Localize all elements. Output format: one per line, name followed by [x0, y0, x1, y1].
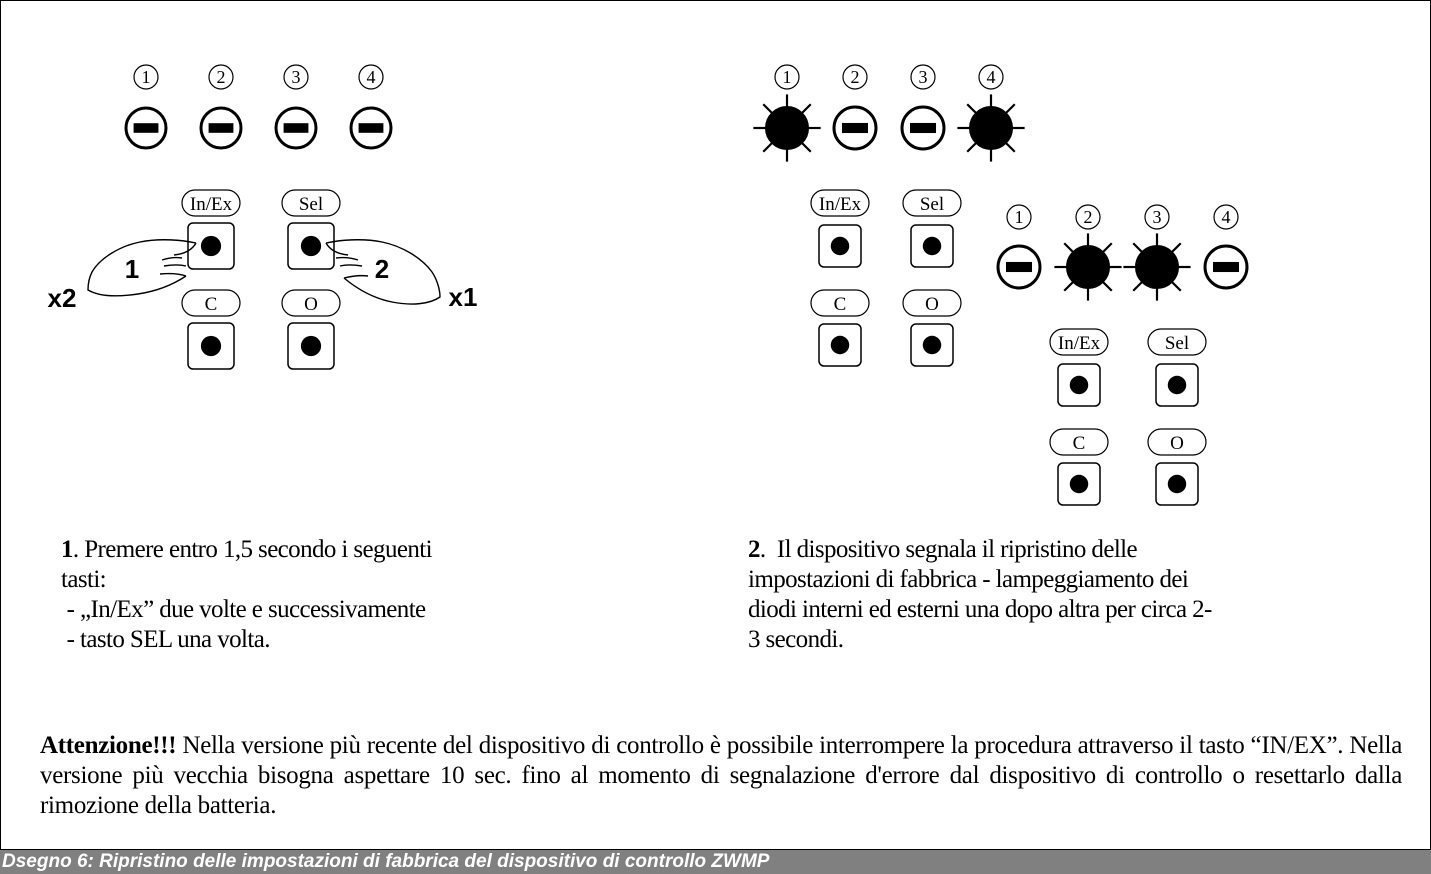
led-1-bar	[1005, 261, 1033, 273]
step-2-text: 2. Il dispositivo segnala il ripristino …	[748, 535, 1212, 655]
key-c-button-dot	[200, 335, 222, 357]
figure-caption: Dsegno 6: Ripristino delle impostazioni …	[0, 850, 1431, 874]
led-number-4: 4	[367, 67, 376, 87]
key-o-label: O	[925, 294, 939, 315]
key-inex-label-pill	[810, 189, 870, 217]
led-2-bar	[208, 123, 234, 133]
press-count-left: x2	[48, 283, 77, 313]
step-1-text: 1. Premere entro 1,5 secondo i seguenti …	[61, 535, 433, 655]
led-number-1-circle	[1006, 204, 1032, 230]
key-sel-button-dot	[922, 236, 942, 256]
led-2-bar	[841, 122, 869, 134]
key-sel-label: Sel	[920, 194, 944, 215]
led-number-2: 2	[851, 67, 860, 87]
led-number-3: 3	[292, 67, 301, 87]
led-3-lit	[1135, 245, 1179, 289]
led-3-bar	[909, 122, 937, 134]
key-c-label: C	[834, 294, 847, 315]
led-1-lit	[765, 106, 809, 150]
key-o-label-pill	[902, 289, 962, 317]
key-inex-button-dot	[1069, 375, 1089, 395]
key-sel-button-dot	[1167, 375, 1187, 395]
press-count-right: x1	[449, 282, 478, 312]
step-1-line-3: - „In/Ex” due volte e successivamente	[61, 596, 427, 623]
step-2-line-4: 3 secondi.	[748, 626, 844, 653]
led-number-4: 4	[1222, 207, 1231, 227]
key-c-label: C	[1073, 433, 1086, 454]
led-number-2-circle	[1075, 204, 1101, 230]
key-o-label: O	[1170, 433, 1184, 454]
hand-left-number: 1	[125, 254, 139, 284]
key-inex-button-dot	[200, 235, 222, 257]
key-o-button-dot	[922, 335, 942, 355]
key-sel-button-dot	[300, 235, 322, 257]
hand-right-number: 2	[375, 254, 389, 284]
led-number-1: 1	[1015, 207, 1024, 227]
step-2-line-3: diodi interni ed esterni una dopo altra …	[748, 596, 1212, 623]
led-number-3-circle	[1144, 204, 1170, 230]
led-number-1-circle	[133, 64, 159, 90]
led-number-2: 2	[1084, 207, 1093, 227]
key-c-label-pill	[181, 289, 241, 317]
key-inex-label-pill	[1049, 328, 1109, 356]
key-o-label-pill	[281, 289, 341, 317]
key-inex-label-pill	[181, 189, 241, 217]
led-number-4-circle	[358, 64, 384, 90]
led-number-3-circle	[910, 64, 936, 90]
key-sel-label: Sel	[299, 194, 323, 215]
led-number-4: 4	[987, 67, 996, 87]
step-1-line-1: 1. Premere entro 1,5 secondo i seguenti	[61, 536, 433, 563]
led-1-bar	[133, 123, 159, 133]
key-o-button-dot	[300, 335, 322, 357]
key-sel-label-pill	[1147, 328, 1207, 356]
led-number-3-circle	[283, 64, 309, 90]
key-sel-label: Sel	[1165, 333, 1189, 354]
key-c-label-pill	[1049, 428, 1109, 456]
step-1-number: 1	[61, 536, 74, 563]
led-number-3: 3	[919, 67, 928, 87]
led-number-1: 1	[783, 67, 792, 87]
key-o-button-dot	[1167, 474, 1187, 494]
key-c-button-dot	[1069, 474, 1089, 494]
led-2-lit	[1066, 245, 1110, 289]
key-c-label: C	[205, 294, 218, 315]
left-hand-icon	[87, 239, 197, 297]
step-2-number: 2	[748, 536, 761, 563]
key-c-button-dot	[830, 335, 850, 355]
key-c-label-pill	[810, 289, 870, 317]
key-inex-label: In/Ex	[1058, 333, 1101, 354]
led-number-2: 2	[217, 67, 226, 87]
step-2-line-2: impostazioni di fabbrica - lampeggiament…	[748, 566, 1189, 593]
warning-text: Nella versione più recente del dispositi…	[40, 732, 1402, 819]
step-1-line-2: tasti:	[61, 566, 107, 593]
led-number-2-circle	[842, 64, 868, 90]
key-o-label-pill	[1147, 428, 1207, 456]
key-sel-label-pill	[281, 189, 341, 217]
led-number-1-circle	[774, 64, 800, 90]
led-number-1: 1	[142, 67, 151, 87]
key-sel-label-pill	[902, 189, 962, 217]
warning-paragraph: Attenzione!!! Nella versione più recente…	[40, 731, 1402, 821]
step-2-line-1: 2. Il dispositivo segnala il ripristino …	[748, 536, 1138, 563]
led-number-4-circle	[1213, 204, 1239, 230]
right-hand-icon	[325, 239, 441, 305]
step-1-line-4: - tasto SEL una volta.	[61, 626, 271, 653]
led-number-3: 3	[1153, 207, 1162, 227]
led-4-lit	[969, 106, 1013, 150]
key-inex-label: In/Ex	[819, 194, 862, 215]
led-number-2-circle	[208, 64, 234, 90]
led-4-bar	[358, 123, 384, 133]
key-inex-button-dot	[830, 236, 850, 256]
led-number-4-circle	[978, 64, 1004, 90]
key-o-label: O	[304, 294, 318, 315]
led-3-bar	[283, 123, 309, 133]
key-inex-label: In/Ex	[190, 194, 233, 215]
warning-label: Attenzione!!!	[40, 732, 177, 759]
led-4-bar	[1212, 261, 1240, 273]
